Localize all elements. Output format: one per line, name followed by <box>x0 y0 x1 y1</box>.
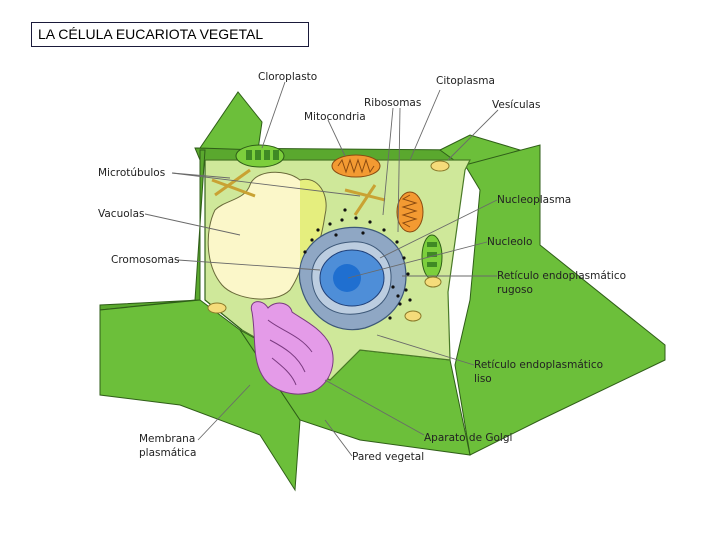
label-cloroplasto: Cloroplasto <box>258 71 317 83</box>
label-membrana-line1: Membrana <box>139 433 195 445</box>
mitochondrion-right <box>396 191 424 233</box>
label-rer-line1: Retículo endoplasmático <box>497 270 626 282</box>
label-citoplasma: Citoplasma <box>436 75 495 87</box>
label-rer-line2: rugoso <box>497 284 533 296</box>
vesicles <box>207 160 450 322</box>
label-pared: Pared vegetal <box>352 451 424 463</box>
label-membrana-line2: plasmática <box>139 447 196 459</box>
label-rel-line1: Retículo endoplasmático <box>474 359 603 371</box>
label-nucleoplasma: Nucleoplasma <box>497 194 571 206</box>
label-vacuolas: Vacuolas <box>98 208 144 220</box>
label-cromosomas: Cromosomas <box>111 254 180 266</box>
label-vesiculas: Vesículas <box>492 99 540 111</box>
microtubules <box>211 168 386 216</box>
label-nucleolo: Nucleolo <box>487 236 532 248</box>
label-rel-line2: liso <box>474 373 492 385</box>
nucleus-complex <box>298 208 412 331</box>
label-ribosomas: Ribosomas <box>364 97 421 109</box>
cell-wall <box>99 91 666 492</box>
chloroplast <box>235 144 285 168</box>
label-microtubulos: Microtúbulos <box>98 167 165 179</box>
diagram-title: LA CÉLULA EUCARIOTA VEGETAL <box>31 22 309 47</box>
chloroplast-right <box>421 234 443 280</box>
label-golgi: Aparato de Golgi <box>424 432 512 444</box>
mitochondrion-top <box>331 154 381 178</box>
label-mitocondria: Mitocondria <box>304 111 366 123</box>
leader-lines <box>144 81 499 457</box>
labels: Cloroplasto Ribosomas Citoplasma Mitocon… <box>98 71 626 463</box>
golgi-apparatus <box>250 301 334 395</box>
